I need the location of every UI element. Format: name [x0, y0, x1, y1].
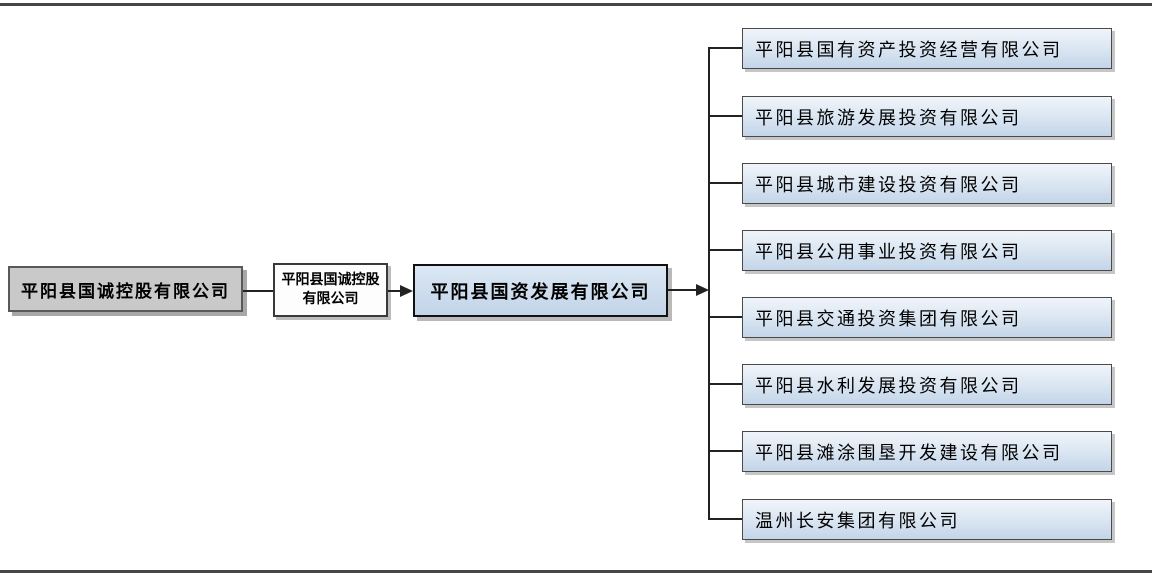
arrow-right-icon	[696, 284, 709, 296]
subsidiary-box: 平阳县交通投资集团有限公司	[742, 297, 1112, 338]
connector-stub	[708, 47, 742, 49]
holding-company-box: 平阳县国诚控股有限公司	[273, 263, 388, 317]
connector-stub	[708, 182, 742, 184]
subsidiary-label: 温州长安集团有限公司	[755, 510, 960, 532]
subsidiary-label: 平阳县公用事业投资有限公司	[755, 241, 1022, 263]
subsidiary-label: 平阳县国有资产投资经营有限公司	[755, 39, 1063, 61]
connector-stub	[708, 518, 742, 520]
root-company-label: 平阳县国诚控股有限公司	[21, 281, 230, 302]
bottom-page-rule	[0, 570, 1152, 573]
connector-line-holding-parent	[388, 290, 402, 292]
connector-stub	[708, 316, 742, 318]
connector-stub	[708, 115, 742, 117]
subsidiary-box: 平阳县滩涂围垦开发建设有限公司	[742, 431, 1112, 472]
subsidiary-label: 平阳县城市建设投资有限公司	[755, 174, 1022, 196]
connector-line-root-holding	[243, 290, 273, 292]
connector-stub	[708, 450, 742, 452]
top-page-rule	[0, 3, 1152, 6]
parent-company-label: 平阳县国资发展有限公司	[430, 281, 651, 303]
subsidiary-box: 平阳县水利发展投资有限公司	[742, 364, 1112, 405]
root-company-box: 平阳县国诚控股有限公司	[8, 266, 243, 312]
connector-spine	[708, 47, 710, 520]
connector-stub	[708, 383, 742, 385]
subsidiary-box: 平阳县旅游发展投资有限公司	[742, 96, 1112, 137]
subsidiary-label: 平阳县旅游发展投资有限公司	[755, 107, 1022, 129]
parent-company-box: 平阳县国资发展有限公司	[413, 264, 668, 317]
subsidiary-label: 平阳县滩涂围垦开发建设有限公司	[755, 442, 1063, 464]
subsidiary-box: 平阳县国有资产投资经营有限公司	[742, 28, 1112, 69]
subsidiary-box: 平阳县城市建设投资有限公司	[742, 163, 1112, 204]
subsidiary-box: 温州长安集团有限公司	[742, 499, 1112, 540]
holding-company-label: 平阳县国诚控股有限公司	[281, 272, 380, 307]
subsidiary-label: 平阳县交通投资集团有限公司	[755, 308, 1022, 330]
connector-stub	[708, 249, 742, 251]
subsidiary-label: 平阳县水利发展投资有限公司	[755, 375, 1022, 397]
connector-line-parent-spine	[668, 289, 697, 291]
arrow-right-icon	[400, 285, 413, 297]
subsidiary-box: 平阳县公用事业投资有限公司	[742, 230, 1112, 271]
